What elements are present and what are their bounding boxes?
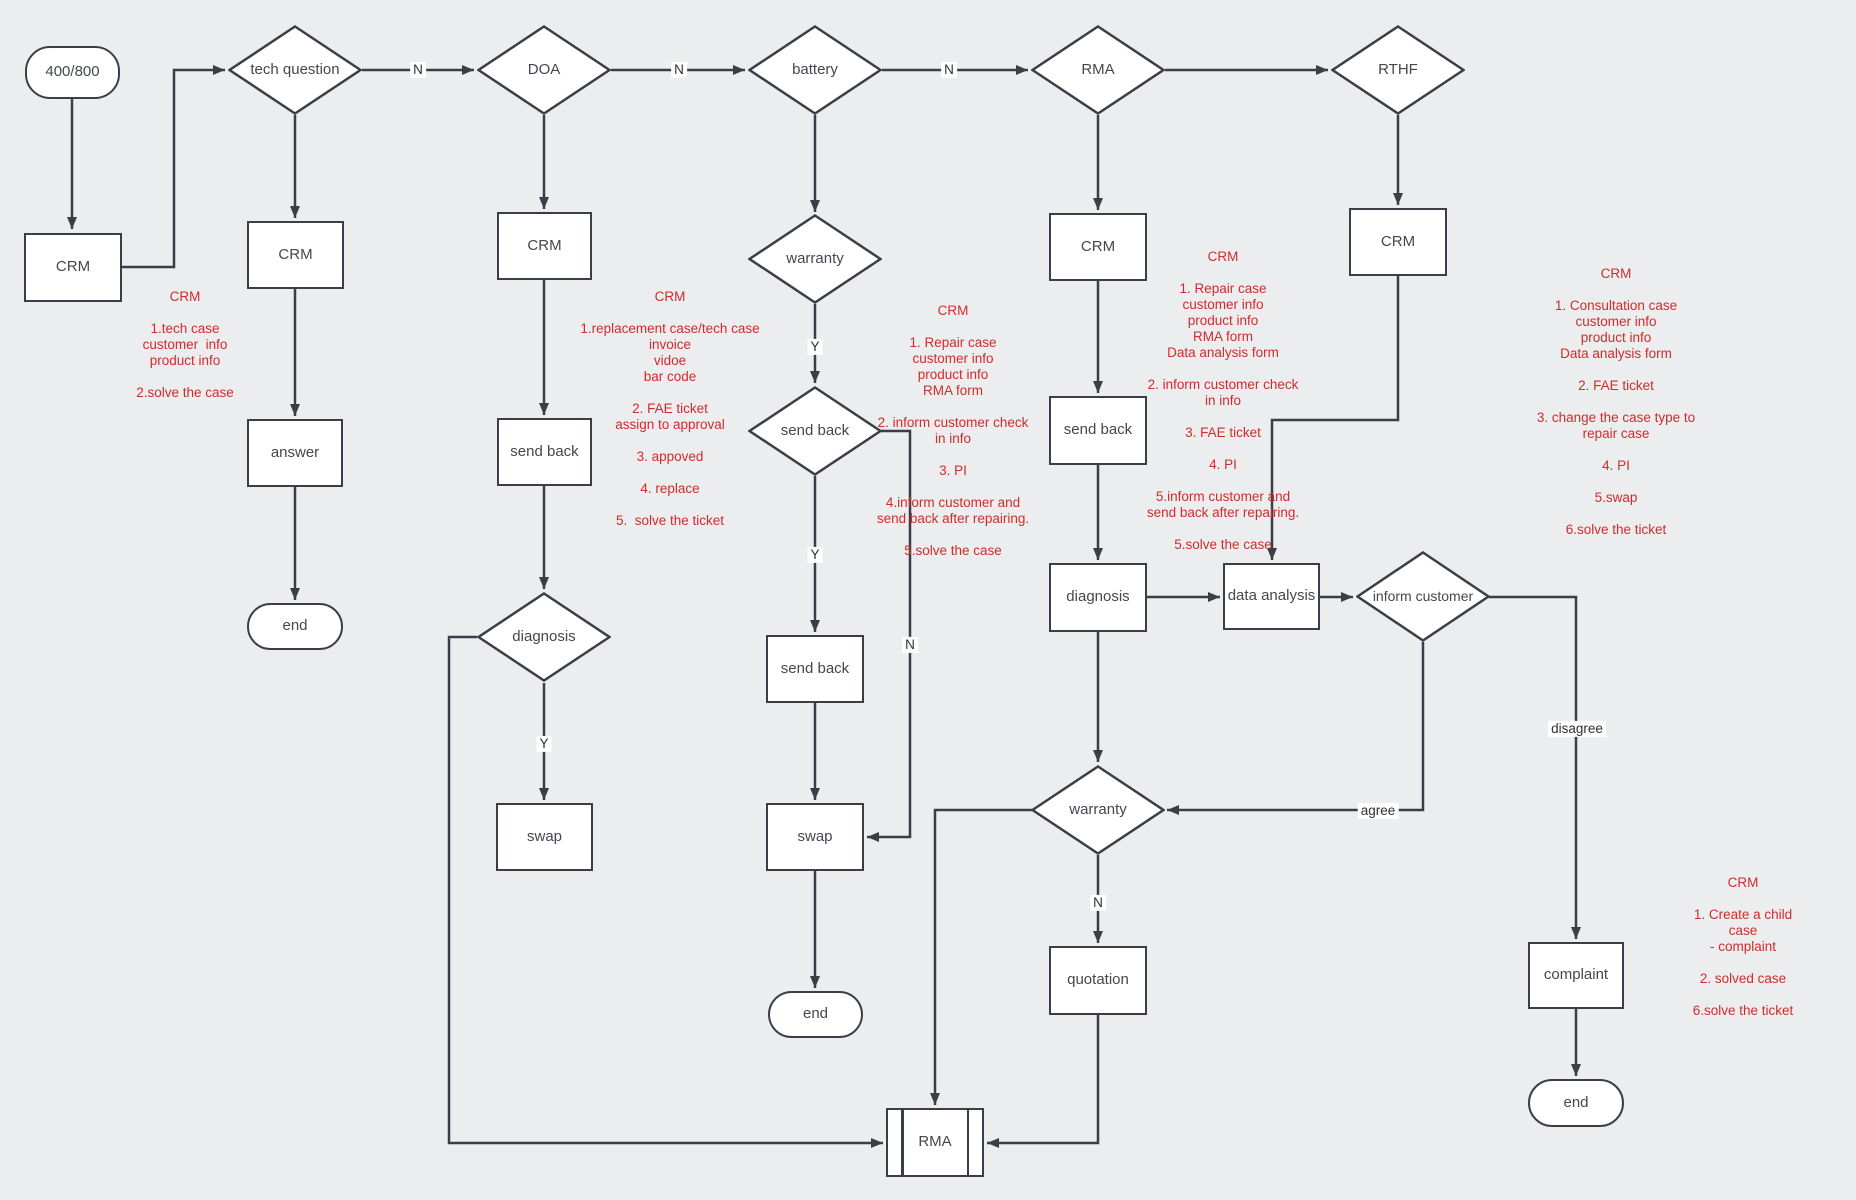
- annotation-crm-doa: CRM 1.replacement case/tech case invoice…: [580, 289, 760, 528]
- edge-label-n-doa-battery: N: [671, 61, 687, 79]
- node-send-back-doa: send back: [497, 418, 592, 486]
- node-label: tech question: [250, 60, 340, 78]
- node-label: warranty: [786, 249, 844, 267]
- edge-quotation-rmabox: [987, 1015, 1100, 1148]
- node-label: warranty: [1069, 800, 1127, 818]
- node-label: send back: [780, 421, 850, 439]
- node-answer: answer: [247, 419, 343, 487]
- node-swap-doa: swap: [496, 803, 593, 871]
- node-end-tech: end: [247, 603, 343, 650]
- annotation-crm-tech: CRM 1.tech case customer info product in…: [136, 289, 234, 400]
- annotation-crm-complaint: CRM 1. Create a child case - complaint 2…: [1692, 875, 1794, 1018]
- edge-label-n-send-back: N: [902, 636, 918, 654]
- edge-diagnosis-rmabox: [447, 635, 883, 1148]
- node-quotation: quotation: [1049, 946, 1147, 1015]
- edge-label-y-warranty-battery: Y: [807, 338, 823, 356]
- edge-label-n-warranty-rma: N: [1090, 894, 1106, 912]
- annotation-crm-rma: CRM 1. Repair case customer info product…: [1146, 249, 1300, 552]
- edge-informcustomer-disagree-complaint: [1489, 595, 1581, 939]
- edge-crm-techquestion: [122, 65, 225, 269]
- node-rma-process: RMA: [886, 1108, 984, 1177]
- node-send-back-decision: send back: [748, 386, 882, 476]
- predefined-process-bar: [901, 1110, 904, 1175]
- node-doa-decision: DOA: [477, 25, 611, 115]
- edge-informcustomer-agree-warranty: [1167, 642, 1425, 815]
- edge-label-y-send-back: Y: [807, 546, 823, 564]
- edge-label-disagree: disagree: [1548, 720, 1606, 738]
- node-battery-decision: battery: [748, 25, 882, 115]
- node-warranty-battery-decision: warranty: [748, 214, 882, 304]
- node-crm-tech: CRM: [247, 221, 344, 289]
- node-diagnosis-rma: diagnosis: [1049, 563, 1147, 632]
- node-tech-question-decision: tech question: [228, 25, 362, 115]
- node-label: RTHF: [1378, 60, 1418, 78]
- node-warranty-rma-decision: warranty: [1031, 765, 1165, 855]
- node-data-analysis: data analysis: [1223, 563, 1320, 630]
- node-send-back-rma: send back: [1049, 396, 1147, 465]
- edge-crmrthf-dataanalysis: [1267, 276, 1400, 560]
- node-crm-rthf: CRM: [1349, 208, 1447, 276]
- edge-label-n-tech-doa: N: [410, 61, 426, 79]
- node-send-back-battery: send back: [766, 635, 864, 703]
- node-start: 400/800: [25, 46, 120, 99]
- node-end-complaint: end: [1528, 1079, 1624, 1127]
- edge-label-n-battery-rma: N: [941, 61, 957, 79]
- node-crm-rma: CRM: [1049, 213, 1147, 281]
- node-label: RMA: [1081, 60, 1115, 78]
- node-crm-start: CRM: [24, 233, 122, 302]
- node-inform-customer-decision: inform customer: [1356, 551, 1490, 642]
- node-end-battery: end: [768, 991, 863, 1038]
- node-label: battery: [792, 60, 838, 78]
- node-rma-decision: RMA: [1031, 25, 1165, 115]
- node-swap-battery: swap: [766, 803, 864, 871]
- node-label: diagnosis: [512, 627, 576, 645]
- node-crm-doa: CRM: [497, 212, 592, 280]
- edge-warrantyrma-rmabox: [930, 808, 1032, 1105]
- node-complaint: complaint: [1528, 942, 1624, 1009]
- node-rthf-decision: RTHF: [1331, 25, 1465, 115]
- node-diagnosis-doa-decision: diagnosis: [477, 592, 611, 682]
- edge-label-y-diagnosis: Y: [536, 735, 552, 753]
- annotation-crm-battery: CRM 1. Repair case customer info product…: [876, 303, 1030, 558]
- predefined-process-bar: [966, 1110, 969, 1175]
- node-label: DOA: [527, 60, 561, 78]
- node-label: RMA: [918, 1133, 952, 1151]
- edge-label-agree: agree: [1357, 802, 1399, 820]
- edge-sendbackdec-n-swap: [867, 429, 912, 842]
- node-label: inform customer: [1372, 587, 1474, 604]
- annotation-crm-rthf: CRM 1. Consultation case customer info p…: [1536, 266, 1696, 537]
